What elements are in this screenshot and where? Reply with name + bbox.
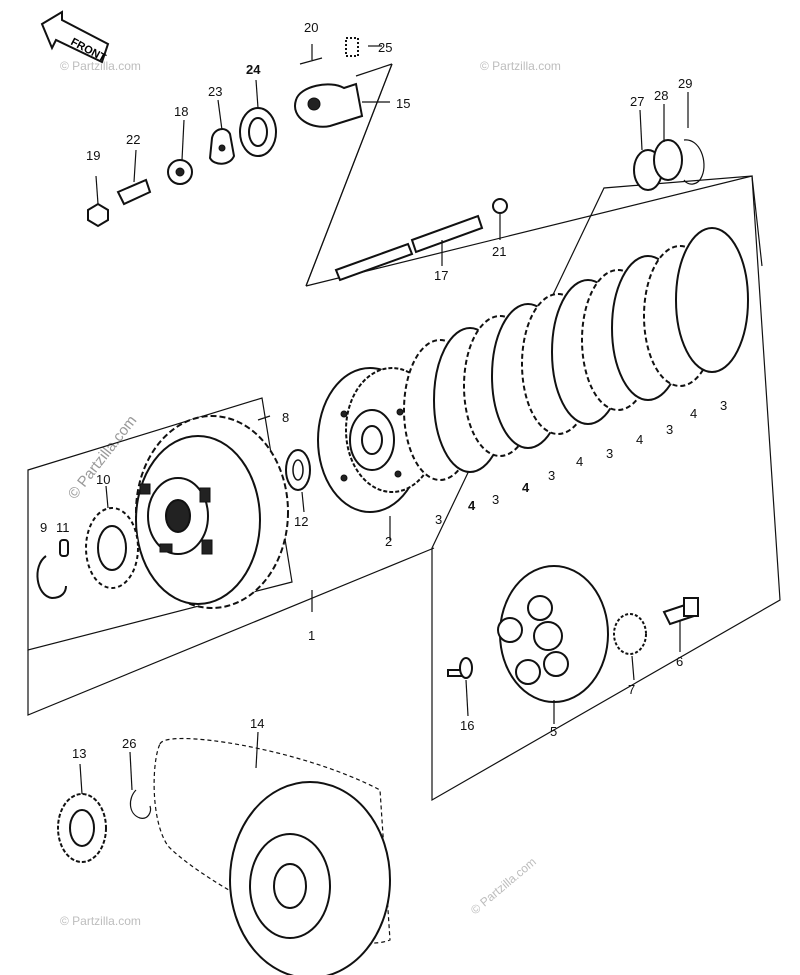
push-rod-part <box>334 214 484 282</box>
callout-3f: 3 <box>720 398 727 413</box>
drive-sprocket-part <box>57 793 107 863</box>
callout-11: 11 <box>56 520 70 535</box>
cotter-pin-part <box>299 57 323 65</box>
callout-4e: 4 <box>690 406 697 421</box>
callout-3d: 3 <box>606 446 613 461</box>
group-outlines <box>27 63 781 802</box>
callout-6: 6 <box>676 654 683 669</box>
callout-21: 21 <box>492 244 506 259</box>
steel-ball-part <box>492 198 508 214</box>
pressure-plate-part <box>497 565 609 703</box>
primary-chain-part <box>153 737 391 975</box>
callout-25: 25 <box>378 40 392 55</box>
callout-18: 18 <box>174 104 188 119</box>
callout-16: 16 <box>460 718 474 733</box>
callout-5: 5 <box>550 724 557 739</box>
primary-gear-part <box>85 507 139 589</box>
watermark-top-right: © Partzilla.com <box>480 59 561 73</box>
callout-26: 26 <box>122 736 136 751</box>
leader-lines <box>79 44 689 795</box>
spacer-rings-parts <box>633 139 705 191</box>
pin-part-11 <box>59 539 69 557</box>
callout-2: 2 <box>385 534 392 549</box>
callout-3e: 3 <box>666 422 673 437</box>
callout-4a: 4 <box>468 498 476 513</box>
cam-plate-part <box>167 159 193 185</box>
callout-22: 22 <box>126 132 140 147</box>
callout-4c: 4 <box>576 454 583 469</box>
lock-nut-part <box>87 202 109 228</box>
callout-27: 27 <box>630 94 644 109</box>
release-lever-part <box>294 82 364 128</box>
push-rod-end-part <box>447 657 473 679</box>
callout-19: 19 <box>86 148 100 163</box>
watermark-bottom-right: © Partzilla.com <box>468 855 539 918</box>
watermark-diagonal: © Partzilla.com <box>65 412 141 502</box>
callout-9: 9 <box>40 520 47 535</box>
adjuster-part <box>208 128 236 165</box>
callout-28: 28 <box>654 88 668 103</box>
callout-7: 7 <box>628 682 635 697</box>
callout-14: 14 <box>250 716 264 731</box>
callout-4d: 4 <box>636 432 643 447</box>
clutch-hub-part <box>317 367 439 513</box>
adjusting-screw-part <box>116 178 152 206</box>
callout-17: 17 <box>434 268 448 283</box>
spring-part-25 <box>345 37 359 57</box>
clutch-housing-part <box>135 415 289 609</box>
callout-20: 20 <box>304 20 318 35</box>
callout-3c: 3 <box>548 468 555 483</box>
callout-3a: 3 <box>435 512 442 527</box>
circlip-part-26 <box>129 789 152 819</box>
callout-15: 15 <box>396 96 410 111</box>
clutch-plates-stack <box>403 227 749 481</box>
callout-23: 23 <box>208 84 222 99</box>
callout-12: 12 <box>294 514 308 529</box>
front-arrow: FRONT <box>40 10 110 65</box>
clutch-bolt-part <box>662 597 699 626</box>
callout-1: 1 <box>308 628 315 643</box>
circlip-part-9 <box>36 555 67 600</box>
watermark-top-left: © Partzilla.com <box>60 59 141 73</box>
watermark-bottom-left: © Partzilla.com <box>60 914 141 928</box>
callout-24: 24 <box>246 62 261 77</box>
oil-seal-part <box>239 107 277 157</box>
callout-labels: 1 2 3 3 3 3 3 3 4 4 4 4 4 5 6 7 8 9 10 1… <box>40 20 727 761</box>
clutch-spring-part <box>613 613 647 655</box>
callout-4b: 4 <box>522 480 530 495</box>
callout-29: 29 <box>678 76 692 91</box>
thrust-washer-part <box>285 449 311 491</box>
callout-10: 10 <box>96 472 110 487</box>
callout-3b: 3 <box>492 492 499 507</box>
callout-8: 8 <box>282 410 289 425</box>
callout-13: 13 <box>72 746 86 761</box>
